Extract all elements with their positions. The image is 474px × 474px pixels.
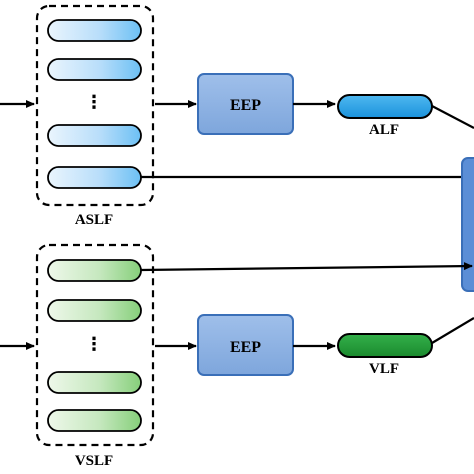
fusion-block: [461, 157, 474, 292]
aslf-container: [35, 4, 155, 207]
vslf-container: [35, 243, 155, 447]
visual-eep-label: EEP: [230, 339, 261, 356]
vlf-to-fusion-line: [431, 317, 474, 344]
vlf-output: [337, 333, 433, 358]
vslf-feature-bar: [47, 371, 142, 394]
aslf-ellipsis: ⋮: [85, 92, 103, 113]
vslf-feature-bar-last: [47, 409, 142, 432]
aslf-feature-bar: [47, 19, 142, 42]
aslf-feature-bar: [47, 58, 142, 81]
aslf-feature-bar: [47, 124, 142, 147]
alf-label: ALF: [369, 122, 399, 138]
vslf-ellipsis: ⋮: [85, 334, 103, 355]
alf-to-fusion-line: [431, 105, 474, 129]
vslf-feature-bar: [47, 299, 142, 322]
vslf-feature-bar: [47, 259, 142, 282]
aslf-label: ASLF: [75, 212, 113, 228]
aslf-feature-bar-last: [47, 166, 142, 189]
vslf-label: VSLF: [75, 453, 113, 469]
audio-eep-label: EEP: [230, 97, 261, 114]
alf-output: [337, 94, 433, 119]
vlf-label: VLF: [369, 361, 399, 377]
vslf-skip-arrow: [140, 262, 473, 272]
